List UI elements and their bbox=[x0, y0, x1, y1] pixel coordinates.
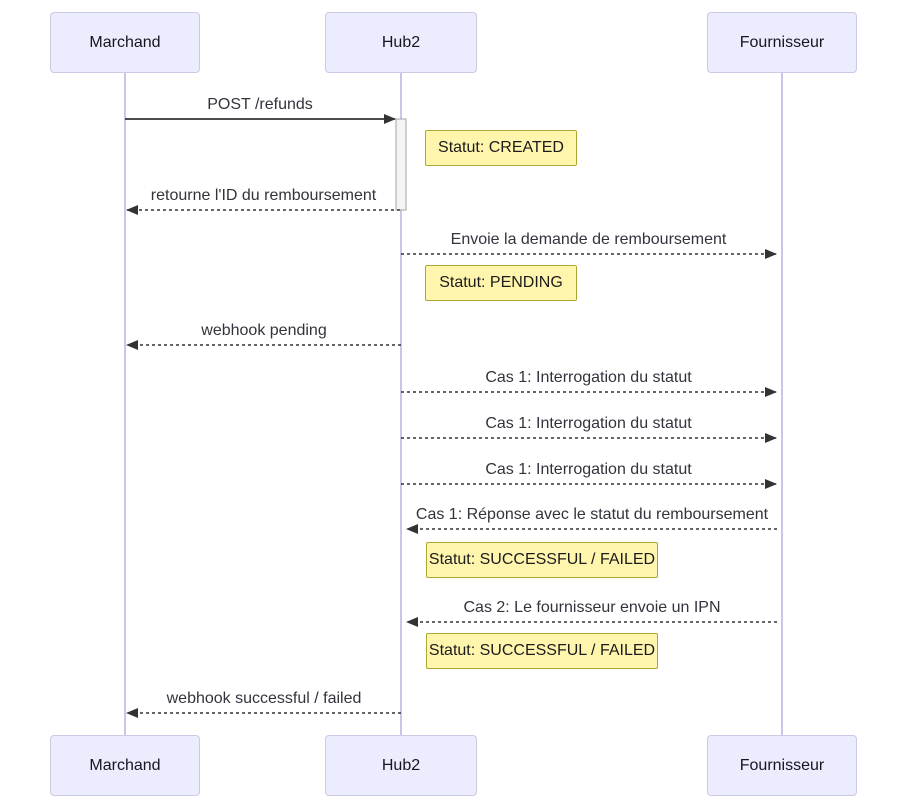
message-label-6: Cas 1: Interrogation du statut bbox=[485, 461, 692, 478]
actor-label: Marchand bbox=[89, 33, 161, 51]
status-note-text: Statut: PENDING bbox=[439, 274, 563, 291]
actor-label: Marchand bbox=[89, 756, 161, 774]
status-note-text: Statut: SUCCESSFUL / FAILED bbox=[428, 642, 656, 659]
message-label-4: Cas 1: Interrogation du statut bbox=[485, 369, 692, 386]
actor-bottom-fournisseur: Fournisseur bbox=[707, 735, 857, 796]
message-label-2: Envoie la demande de remboursement bbox=[450, 231, 727, 248]
activation-bar-hub2 bbox=[395, 118, 407, 211]
actor-bottom-hub2: Hub2 bbox=[325, 735, 477, 796]
actor-top-marchand: Marchand bbox=[50, 12, 200, 73]
message-label-5: Cas 1: Interrogation du statut bbox=[485, 415, 692, 432]
status-note-3: Statut: SUCCESSFUL / FAILED bbox=[426, 633, 658, 669]
actor-top-hub2: Hub2 bbox=[325, 12, 477, 73]
message-label-8: Cas 2: Le fournisseur envoie un IPN bbox=[463, 599, 721, 616]
status-note-text: Statut: CREATED bbox=[438, 139, 564, 156]
status-note-0: Statut: CREATED bbox=[425, 130, 577, 166]
actor-top-fournisseur: Fournisseur bbox=[707, 12, 857, 73]
message-label-0: POST /refunds bbox=[207, 96, 313, 113]
message-label-1: retourne l'ID du remboursement bbox=[150, 187, 377, 204]
message-label-9: webhook successful / failed bbox=[166, 690, 362, 707]
message-label-3: webhook pending bbox=[201, 322, 327, 339]
message-label-7: Cas 1: Réponse avec le statut du rembour… bbox=[415, 506, 769, 523]
actor-label: Hub2 bbox=[381, 33, 421, 51]
actor-label: Fournisseur bbox=[739, 756, 825, 774]
status-note-2: Statut: SUCCESSFUL / FAILED bbox=[426, 542, 658, 578]
actor-bottom-marchand: Marchand bbox=[50, 735, 200, 796]
actor-label: Fournisseur bbox=[739, 33, 825, 51]
status-note-text: Statut: SUCCESSFUL / FAILED bbox=[428, 551, 656, 568]
status-note-1: Statut: PENDING bbox=[425, 265, 577, 301]
actor-label: Hub2 bbox=[381, 756, 421, 774]
